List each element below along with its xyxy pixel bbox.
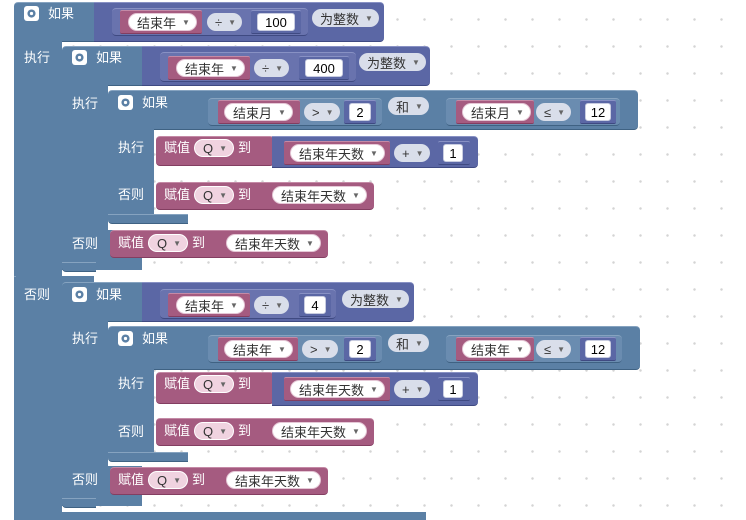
else-label: 否则	[72, 236, 99, 251]
variable-dropdown[interactable]: 结束月▼	[462, 103, 531, 121]
to-label: 到	[238, 423, 252, 438]
inner-if-spine	[108, 366, 154, 458]
to-label: 到	[192, 235, 206, 250]
do-label: 执行	[118, 140, 145, 155]
set-label: 赋值	[118, 235, 145, 250]
variable-dropdown[interactable]: Q▼	[194, 422, 235, 440]
to-label: 到	[238, 140, 252, 155]
operator-dropdown[interactable]: ÷▼	[254, 296, 290, 314]
inner-if-bottom	[108, 214, 188, 224]
gear-icon[interactable]	[72, 287, 87, 302]
number-input[interactable]: 1	[443, 144, 463, 162]
variable-dropdown[interactable]: Q▼	[148, 234, 189, 252]
number-input[interactable]: 4	[304, 296, 326, 314]
to-label: 到	[192, 472, 206, 487]
variable-dropdown[interactable]: 结束年▼	[128, 13, 197, 31]
operator-dropdown[interactable]: ÷▼	[254, 59, 290, 77]
if-label: 如果	[142, 95, 169, 110]
variable-dropdown[interactable]: Q▼	[194, 375, 235, 393]
number-input[interactable]: 12	[585, 103, 611, 121]
number-input[interactable]: 12	[585, 340, 611, 358]
if-label: 如果	[48, 6, 75, 21]
if-label: 如果	[96, 50, 123, 65]
operator-dropdown[interactable]: ≤▼	[536, 103, 572, 121]
is-integer-dropdown[interactable]: 为整数▼	[342, 290, 409, 308]
if-bottom	[62, 498, 96, 508]
else-label: 否则	[72, 472, 99, 487]
do-label: 执行	[118, 376, 145, 391]
if-label: 如果	[142, 331, 169, 346]
variable-dropdown[interactable]: 结束年▼	[224, 340, 293, 358]
is-integer-dropdown[interactable]: 为整数▼	[312, 9, 379, 27]
operator-dropdown[interactable]: +▼	[394, 380, 430, 398]
variable-dropdown[interactable]: 结束年天数▼	[226, 471, 321, 489]
number-input[interactable]: 2	[349, 103, 371, 121]
operator-dropdown[interactable]: ÷▼	[207, 13, 243, 31]
variable-dropdown[interactable]: 结束月▼	[224, 103, 293, 121]
variable-dropdown[interactable]: 结束年天数▼	[272, 186, 367, 204]
gear-icon[interactable]	[118, 331, 133, 346]
variable-dropdown[interactable]: 结束年▼	[176, 59, 245, 77]
do-label: 执行	[24, 50, 51, 65]
variable-dropdown[interactable]: 结束年天数▼	[226, 234, 321, 252]
operator-dropdown[interactable]: ≤▼	[536, 340, 572, 358]
set-label: 赋值	[164, 140, 191, 155]
is-integer-dropdown[interactable]: 为整数▼	[359, 53, 426, 71]
else-label: 否则	[118, 187, 145, 202]
variable-dropdown[interactable]: 结束年天数▼	[290, 380, 385, 398]
else-label: 否则	[118, 424, 145, 439]
gear-icon[interactable]	[118, 95, 133, 110]
outer-bottom	[14, 512, 426, 520]
number-input[interactable]: 100	[257, 13, 295, 31]
gear-icon[interactable]	[72, 50, 87, 65]
else-label: 否则	[24, 287, 51, 302]
operator-dropdown[interactable]: >▼	[302, 340, 338, 358]
set-label: 赋值	[164, 376, 191, 391]
variable-dropdown[interactable]: Q▼	[194, 139, 235, 157]
set-label: 赋值	[118, 472, 145, 487]
if-label: 如果	[96, 287, 123, 302]
and-dropdown[interactable]: 和▼	[388, 334, 429, 352]
variable-dropdown[interactable]: Q▼	[148, 471, 189, 489]
variable-dropdown[interactable]: 结束年▼	[176, 296, 245, 314]
variable-dropdown[interactable]: 结束年天数▼	[290, 144, 385, 162]
set-label: 赋值	[164, 187, 191, 202]
do-label: 执行	[72, 96, 99, 111]
variable-dropdown[interactable]: 结束年天数▼	[272, 422, 367, 440]
variable-dropdown[interactable]: 结束年▼	[462, 340, 531, 358]
set-label: 赋值	[164, 423, 191, 438]
do-label: 执行	[72, 331, 99, 346]
number-input[interactable]: 2	[349, 340, 371, 358]
operator-dropdown[interactable]: >▼	[304, 103, 340, 121]
gear-icon[interactable]	[24, 6, 39, 21]
and-dropdown[interactable]: 和▼	[388, 97, 429, 115]
inner-if-spine	[108, 128, 154, 220]
operator-dropdown[interactable]: +▼	[394, 144, 430, 162]
to-label: 到	[238, 376, 252, 391]
if-bottom	[62, 262, 96, 272]
variable-dropdown[interactable]: Q▼	[194, 186, 235, 204]
number-input[interactable]: 1	[443, 380, 463, 398]
number-input[interactable]: 400	[305, 59, 343, 77]
to-label: 到	[238, 187, 252, 202]
inner-if-bottom	[108, 452, 188, 462]
